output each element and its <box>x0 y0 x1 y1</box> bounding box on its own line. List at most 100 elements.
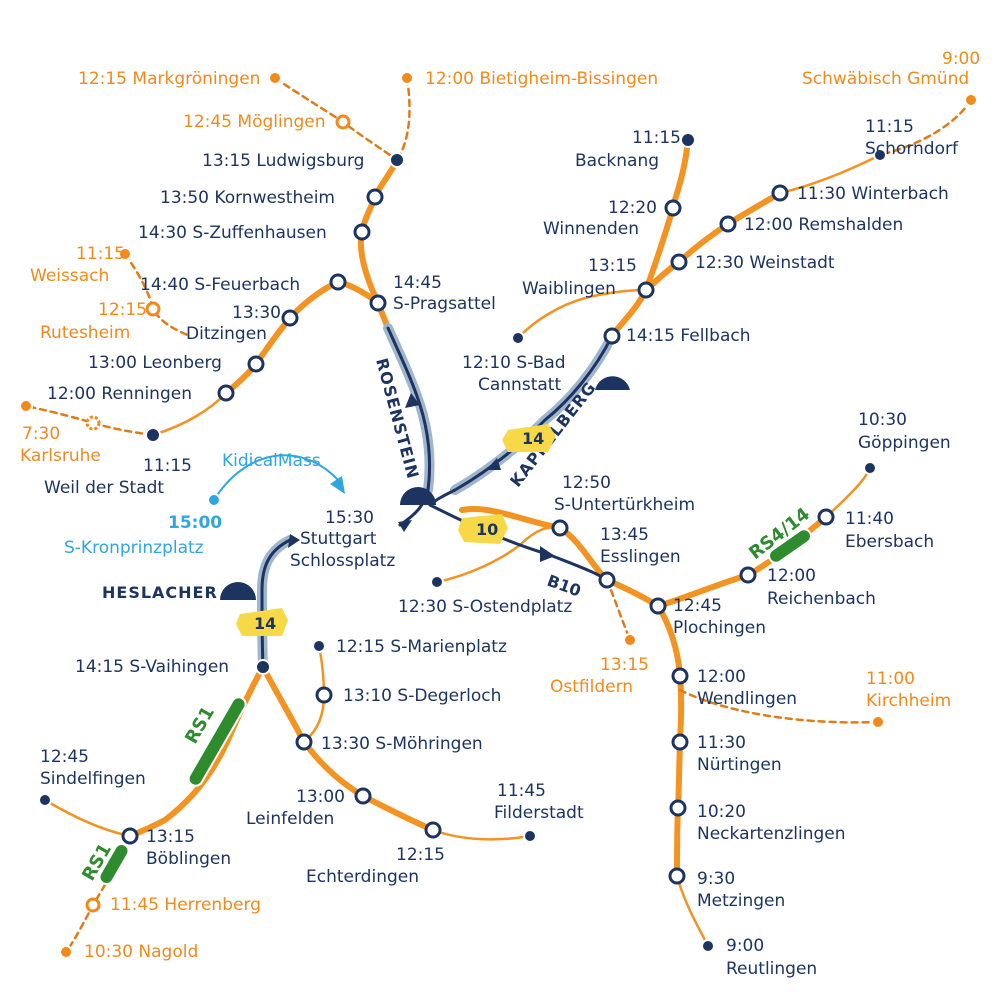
stop-weissach: 11:15 Weissach <box>30 244 132 286</box>
svg-text:12:50: 12:50 <box>562 473 611 493</box>
stop-untertuerkheim: 12:50 S-Untertürkheim <box>551 473 695 537</box>
svg-text:11:30 Winterbach: 11:30 Winterbach <box>797 184 949 204</box>
svg-text:13:30 S-Möhringen: 13:30 S-Möhringen <box>321 734 483 754</box>
svg-text:10:30: 10:30 <box>858 410 907 430</box>
svg-text:13:30: 13:30 <box>232 303 281 323</box>
stop-degerloch: 13:10 S-Degerloch <box>315 686 501 706</box>
svg-text:11:15: 11:15 <box>632 128 681 148</box>
svg-text:Kirchheim: Kirchheim <box>866 691 951 711</box>
heslacher-approach <box>256 535 295 672</box>
rosenstein-line <box>386 326 432 527</box>
route-kirchheim <box>678 688 880 724</box>
b10-line <box>428 503 609 582</box>
svg-text:13:15: 13:15 <box>600 655 649 675</box>
svg-text:12:20: 12:20 <box>608 198 657 218</box>
stop-schorndorf: 11:15 Schorndorf <box>865 117 959 162</box>
stop-winterbach: 11:30 Winterbach <box>771 184 949 204</box>
rosenstein-label: ROSENSTEIN <box>372 356 423 481</box>
svg-text:14:15 Fellbach: 14:15 Fellbach <box>626 326 751 346</box>
svg-text:Neckartenzlingen: Neckartenzlingen <box>697 824 846 844</box>
svg-text:12:10 S-Bad: 12:10 S-Bad <box>462 353 566 373</box>
karlsruhe-waypoint <box>85 415 101 431</box>
stop-ludwigsburg: 13:15 Ludwigsburg <box>202 151 405 171</box>
svg-text:11:15: 11:15 <box>76 244 125 264</box>
svg-text:Schlossplatz: Schlossplatz <box>290 551 395 571</box>
svg-text:14: 14 <box>522 429 544 448</box>
svg-text:7:30: 7:30 <box>22 424 60 444</box>
svg-text:10:20: 10:20 <box>697 802 746 822</box>
stop-karlsruhe: 7:30 Karlsruhe <box>19 399 101 466</box>
svg-text:Wendlingen: Wendlingen <box>697 689 797 709</box>
svg-text:14:15 S-Vaihingen: 14:15 S-Vaihingen <box>75 657 229 677</box>
svg-text:13:00 Leonberg: 13:00 Leonberg <box>88 353 222 373</box>
stop-goeppingen: 10:30 Göppingen <box>858 410 951 475</box>
svg-text:12:45 Möglingen: 12:45 Möglingen <box>183 112 326 132</box>
stop-ostendplatz: 12:30 S-Ostendplatz <box>398 575 572 617</box>
stop-wendlingen: 12:00 Wendlingen <box>671 667 797 709</box>
route-leonberg <box>223 279 341 396</box>
svg-text:12:15 S-Marienplatz: 12:15 S-Marienplatz <box>336 637 507 657</box>
kidical-mass-start-time: 15:00 <box>168 513 222 533</box>
svg-text:12:30 Weinstadt: 12:30 Weinstadt <box>695 253 835 273</box>
stop-filderstadt: 11:45 Filderstadt <box>494 781 584 843</box>
route-weissach <box>123 252 192 338</box>
svg-text:13:00: 13:00 <box>296 787 345 807</box>
svg-text:Ostfildern: Ostfildern <box>550 677 633 697</box>
stop-kirchheim: 11:00 Kirchheim <box>866 669 951 729</box>
svg-text:13:15 Ludwigsburg: 13:15 Ludwigsburg <box>202 151 364 171</box>
svg-text:Cannstatt: Cannstatt <box>478 375 561 395</box>
stop-waiblingen: 13:15 Waiblingen <box>522 256 655 299</box>
route-rs1 <box>127 664 266 839</box>
stop-vaihingen: 14:15 S-Vaihingen <box>75 657 271 677</box>
rosenstein-arrow <box>405 393 420 408</box>
stop-moeglingen: 12:45 Möglingen <box>183 112 351 132</box>
kappelberg-tunnel-icon <box>595 376 630 390</box>
svg-text:14:30 S-Zuffenhausen: 14:30 S-Zuffenhausen <box>138 223 327 243</box>
svg-text:11:15: 11:15 <box>865 117 914 137</box>
svg-text:Filderstadt: Filderstadt <box>494 803 584 823</box>
svg-text:11:30: 11:30 <box>697 733 746 753</box>
svg-text:12:00 Bietigheim-Bissingen: 12:00 Bietigheim-Bissingen <box>425 69 658 89</box>
svg-text:Metzingen: Metzingen <box>697 891 785 911</box>
stop-leinfelden: 13:00 Leinfelden <box>246 787 372 829</box>
stop-nuertingen: 11:30 Nürtingen <box>671 733 782 775</box>
stop-boeblingen: 13:15 Böblingen <box>121 827 231 869</box>
route-ludwigsburg <box>357 157 400 331</box>
svg-text:13:15: 13:15 <box>588 256 637 276</box>
svg-text:12:00 Renningen: 12:00 Renningen <box>47 384 192 404</box>
svg-text:12:15: 12:15 <box>396 845 445 865</box>
stop-pragsattel: 14:45 S-Pragsattel <box>369 273 496 314</box>
stop-ditzingen: 13:30 Ditzingen <box>186 303 299 344</box>
stop-neckartenzlingen: 10:20 Neckartenzlingen <box>669 799 846 844</box>
svg-text:12:15 Markgröningen: 12:15 Markgröningen <box>78 69 260 89</box>
stop-bad-cannstatt: 12:10 S-Bad Cannstatt <box>462 331 566 395</box>
stop-leonberg: 13:00 Leonberg <box>88 353 265 373</box>
route-neckar <box>459 506 661 609</box>
svg-text:Ditzingen: Ditzingen <box>186 324 267 344</box>
heslacher-label: HESLACHER <box>102 583 218 602</box>
stop-echterdingen: 12:15 Echterdingen <box>306 821 445 887</box>
route-leinfelden <box>260 664 436 833</box>
svg-text:Nürtingen: Nürtingen <box>697 755 782 775</box>
svg-text:9:30: 9:30 <box>697 869 735 889</box>
svg-text:Leinfelden: Leinfelden <box>246 809 334 829</box>
svg-text:11:40: 11:40 <box>845 509 894 529</box>
stop-winnenden: 12:20 Winnenden <box>543 198 682 239</box>
svg-text:Schorndorf: Schorndorf <box>865 139 959 159</box>
svg-text:12:15: 12:15 <box>98 300 147 320</box>
b10-arrow <box>540 546 555 562</box>
route-backnang <box>609 137 691 339</box>
svg-text:12:00 Remshalden: 12:00 Remshalden <box>744 215 903 235</box>
stop-plochingen: 12:45 Plochingen <box>649 596 766 638</box>
svg-text:12:45: 12:45 <box>40 747 89 767</box>
badge-b10: 10 <box>458 514 508 544</box>
stop-kornwestheim: 13:50 Kornwestheim <box>160 188 384 208</box>
stop-weinstadt: 12:30 Weinstadt <box>670 253 835 273</box>
stop-backnang: 11:15 Backnang <box>575 128 696 171</box>
stop-herrenberg: 11:45 Herrenberg <box>85 895 261 915</box>
stop-metzingen: 9:30 Metzingen <box>668 867 785 911</box>
route-cannstatt <box>516 288 648 340</box>
svg-text:Stuttgart: Stuttgart <box>300 529 377 549</box>
stop-markgroeningen: 12:15 Markgröningen <box>78 69 282 89</box>
